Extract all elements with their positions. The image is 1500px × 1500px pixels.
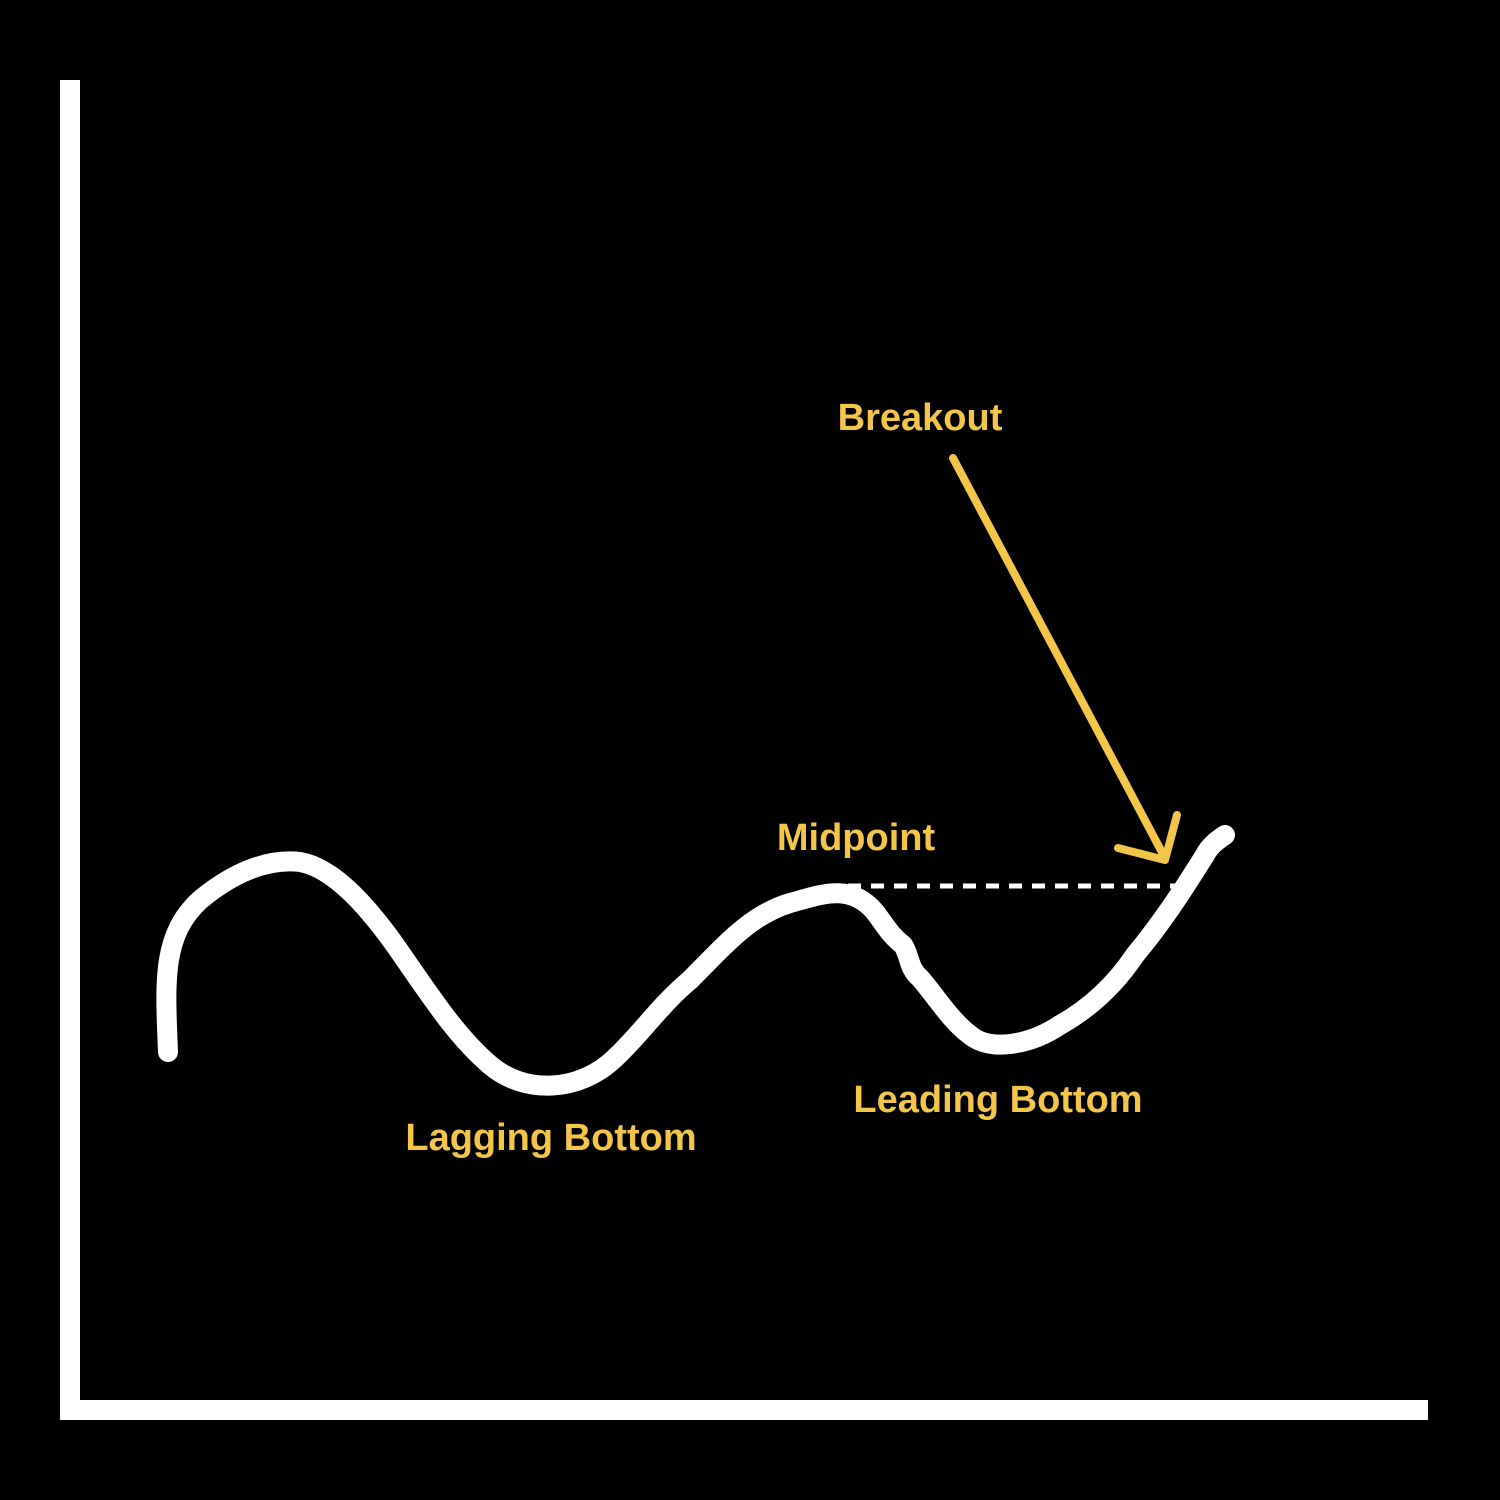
breakout-arrow-shaft — [949, 454, 1169, 862]
leading-bottom-label: Leading Bottom — [853, 1079, 1142, 1121]
axes — [60, 80, 1428, 1420]
breakout-label: Breakout — [838, 397, 1003, 439]
price-line — [156, 825, 1235, 1096]
lagging-bottom-label: Lagging Bottom — [405, 1117, 696, 1159]
breakout-arrow-head — [1114, 811, 1181, 864]
midpoint-label: Midpoint — [777, 817, 936, 859]
